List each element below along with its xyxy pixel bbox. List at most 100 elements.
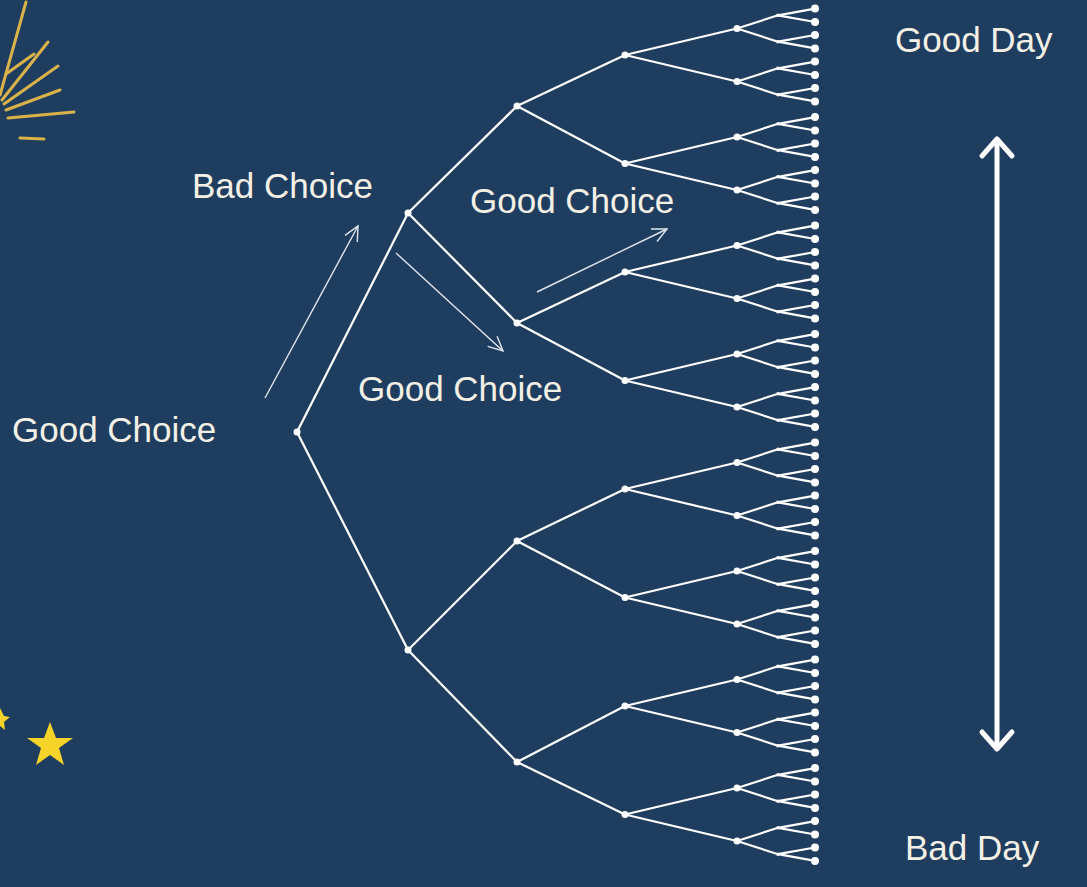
firework-ray [6, 54, 34, 74]
tree-branch [625, 55, 737, 82]
tree-node-dot [776, 556, 780, 560]
tree-node-dot [734, 459, 741, 466]
tree-branch [778, 367, 815, 374]
tree-node-dot [734, 134, 741, 141]
tree-branch [737, 354, 778, 367]
tree-branch [737, 29, 778, 42]
tree-branch [778, 42, 815, 49]
tree-branch [737, 611, 778, 624]
tree-branch [778, 739, 815, 746]
tree-node-dot [734, 295, 741, 302]
tree-branch [778, 35, 815, 42]
tree-branch [778, 666, 815, 673]
tree-branch [737, 124, 778, 137]
tree-node-dot [734, 187, 741, 194]
tree-node-dot [294, 429, 301, 436]
tree-node-dot [776, 501, 780, 505]
tree-node-dot [811, 235, 819, 243]
tree-node-dot [811, 383, 819, 391]
tree-node-dot [811, 600, 819, 608]
tree-branch [778, 713, 815, 720]
tree-branch [737, 232, 778, 245]
tree-branch [517, 541, 625, 598]
tree-node-dot [811, 682, 819, 690]
tree-node-dot [811, 423, 819, 431]
tree-node-dot [622, 594, 629, 601]
tree-branch [625, 381, 737, 408]
tree-branch [778, 305, 815, 312]
tree-branch [737, 680, 778, 693]
arrowhead [982, 732, 1012, 749]
tree-node-dot [811, 587, 819, 595]
arrowhead [345, 226, 358, 242]
tree-node-dot [776, 609, 780, 613]
tree-node-dot [811, 764, 819, 772]
tree-branch [737, 285, 778, 298]
tree-node-dot [811, 695, 819, 703]
tree-node-dot [776, 744, 780, 748]
tree-branch [778, 746, 815, 753]
tree-node-dot [776, 175, 780, 179]
tree-node-dot [776, 257, 780, 261]
tree-branch [778, 637, 815, 644]
tree-node-dot [405, 647, 412, 654]
tree-node-dot [811, 84, 819, 92]
tree-node-dot [776, 691, 780, 695]
good-bad-scale-arrow [982, 139, 1012, 749]
tree-node-dot [811, 627, 819, 635]
tree-branch [517, 272, 625, 323]
arrowhead [982, 139, 1012, 156]
tree-node-dot [811, 44, 819, 52]
tree-node-dot [734, 25, 741, 32]
tree-branch [737, 137, 778, 150]
tree-node-dot [734, 351, 741, 358]
tree-node-dot [776, 773, 780, 777]
tree-branch [778, 341, 815, 348]
tree-branch [737, 68, 778, 81]
tree-node-dot [734, 512, 741, 519]
tree-node-dot [514, 759, 521, 766]
tree-node-dot [811, 193, 819, 201]
tree-branch [778, 496, 815, 503]
tree-node-dot [734, 838, 741, 845]
tree-node-dot [776, 231, 780, 235]
tree-branch [778, 686, 815, 693]
tree-node-dot [514, 103, 521, 110]
tree-node-dot [776, 122, 780, 126]
tree-node-dot [811, 614, 819, 622]
tree-branch [517, 106, 625, 164]
tree-node-dot [811, 669, 819, 677]
tree-branch [737, 449, 778, 462]
firework-ray [20, 138, 44, 139]
tree-node-dot [811, 518, 819, 526]
tree-branch [778, 768, 815, 775]
tree-branch [517, 489, 625, 541]
tree-branch [517, 706, 625, 762]
tree-branch [778, 95, 815, 102]
tree-node-dot [776, 201, 780, 205]
tree-node-dot [622, 269, 629, 276]
tree-node-dot [811, 817, 819, 825]
tree-branch [737, 558, 778, 571]
tree-branch [737, 828, 778, 841]
tree-branch [778, 150, 815, 157]
tree-branch [737, 463, 778, 476]
tree-node-dot [776, 392, 780, 396]
tree-branch [778, 361, 815, 368]
tree-branch [778, 387, 815, 394]
tree-node-dot [776, 474, 780, 478]
tree-node-dot [811, 831, 819, 839]
tree-node-dot [811, 275, 819, 283]
firework-ray [2, 42, 48, 100]
arrowhead [651, 229, 667, 242]
tree-node-dot [811, 357, 819, 365]
tree-branch [737, 666, 778, 679]
tree-node-dot [811, 58, 819, 66]
tree-node-dot [776, 527, 780, 531]
tree-branch [778, 854, 815, 861]
tree-node-dot [776, 718, 780, 722]
tree-branch [778, 604, 815, 611]
tree-node-dot [776, 665, 780, 669]
tree-branch [778, 551, 815, 558]
tree-node-dot [811, 180, 819, 188]
